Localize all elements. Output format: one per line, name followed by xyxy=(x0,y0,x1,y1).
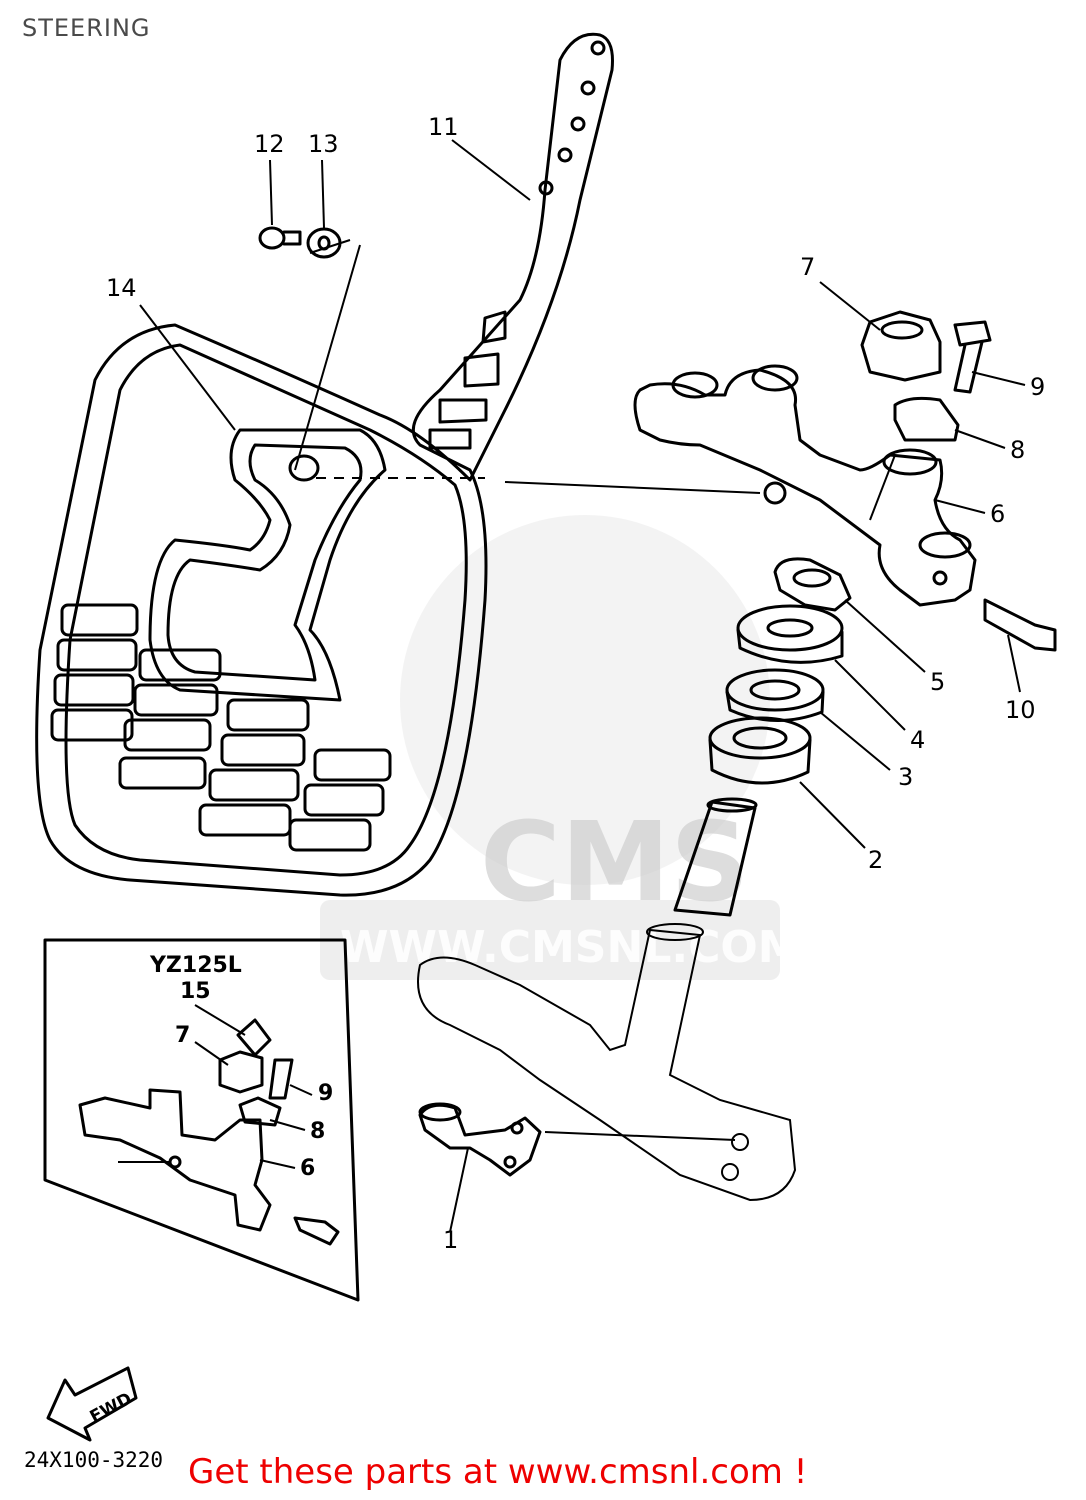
ring-nut-5 xyxy=(773,557,852,612)
callout-11: 11 xyxy=(428,113,459,141)
watermark-url-text: WWW.CMSNL.COM xyxy=(340,922,802,973)
inset-title: YZ125L xyxy=(149,953,242,978)
callout-6: 6 xyxy=(990,500,1005,528)
callout-4: 4 xyxy=(910,726,925,754)
callouts: 1 2 3 4 5 6 7 8 9 10 11 12 13 14 xyxy=(106,113,1045,1254)
callout-1: 1 xyxy=(443,1226,458,1254)
watermark-logo-text: CMS xyxy=(480,798,749,926)
bolt-9 xyxy=(953,320,992,394)
callout-9: 9 xyxy=(1030,373,1045,401)
lower-bracket xyxy=(417,923,797,1202)
cover-4 xyxy=(736,604,844,664)
part-code: 24X100-3220 xyxy=(24,1448,164,1472)
callout-7: 7 xyxy=(800,253,815,281)
bearing-2 xyxy=(708,716,812,785)
callout-3: 3 xyxy=(898,763,913,791)
plate-grille xyxy=(50,603,392,852)
fwd-arrow: FWD xyxy=(46,1366,138,1442)
inset-callout-15: 15 xyxy=(180,979,211,1004)
nut-7 xyxy=(860,310,942,382)
inset-yz125l: YZ125L 15 7 9 8 6 xyxy=(43,938,360,1302)
inset-callout-8: 8 xyxy=(310,1119,325,1144)
page-title: STEERING xyxy=(22,14,151,42)
callout-14: 14 xyxy=(106,274,137,302)
cap-8 xyxy=(893,396,960,442)
number-plate xyxy=(35,32,614,897)
bearing-3 xyxy=(725,668,825,722)
watermark: CMS WWW.CMSNL.COM xyxy=(320,515,802,980)
inset-callout-6: 6 xyxy=(300,1156,315,1181)
upper-bracket xyxy=(633,364,977,607)
cta-link[interactable]: Get these parts at www.cmsnl.com ! xyxy=(188,1452,808,1492)
inset-callout-7: 7 xyxy=(175,1023,190,1048)
callout-13: 13 xyxy=(308,130,339,158)
steering-shaft xyxy=(673,797,758,917)
inset-callout-9: 9 xyxy=(318,1081,333,1106)
fwd-label: FWD xyxy=(87,1389,136,1428)
callout-12: 12 xyxy=(254,130,285,158)
bolt-10 xyxy=(983,598,1057,652)
callout-2: 2 xyxy=(868,846,883,874)
callout-10: 10 xyxy=(1005,696,1036,724)
callout-8: 8 xyxy=(1010,436,1025,464)
callout-5: 5 xyxy=(930,668,945,696)
leader-lines xyxy=(139,139,1026,1233)
cable-guide-1 xyxy=(418,1102,542,1177)
screw-12 xyxy=(258,226,302,250)
